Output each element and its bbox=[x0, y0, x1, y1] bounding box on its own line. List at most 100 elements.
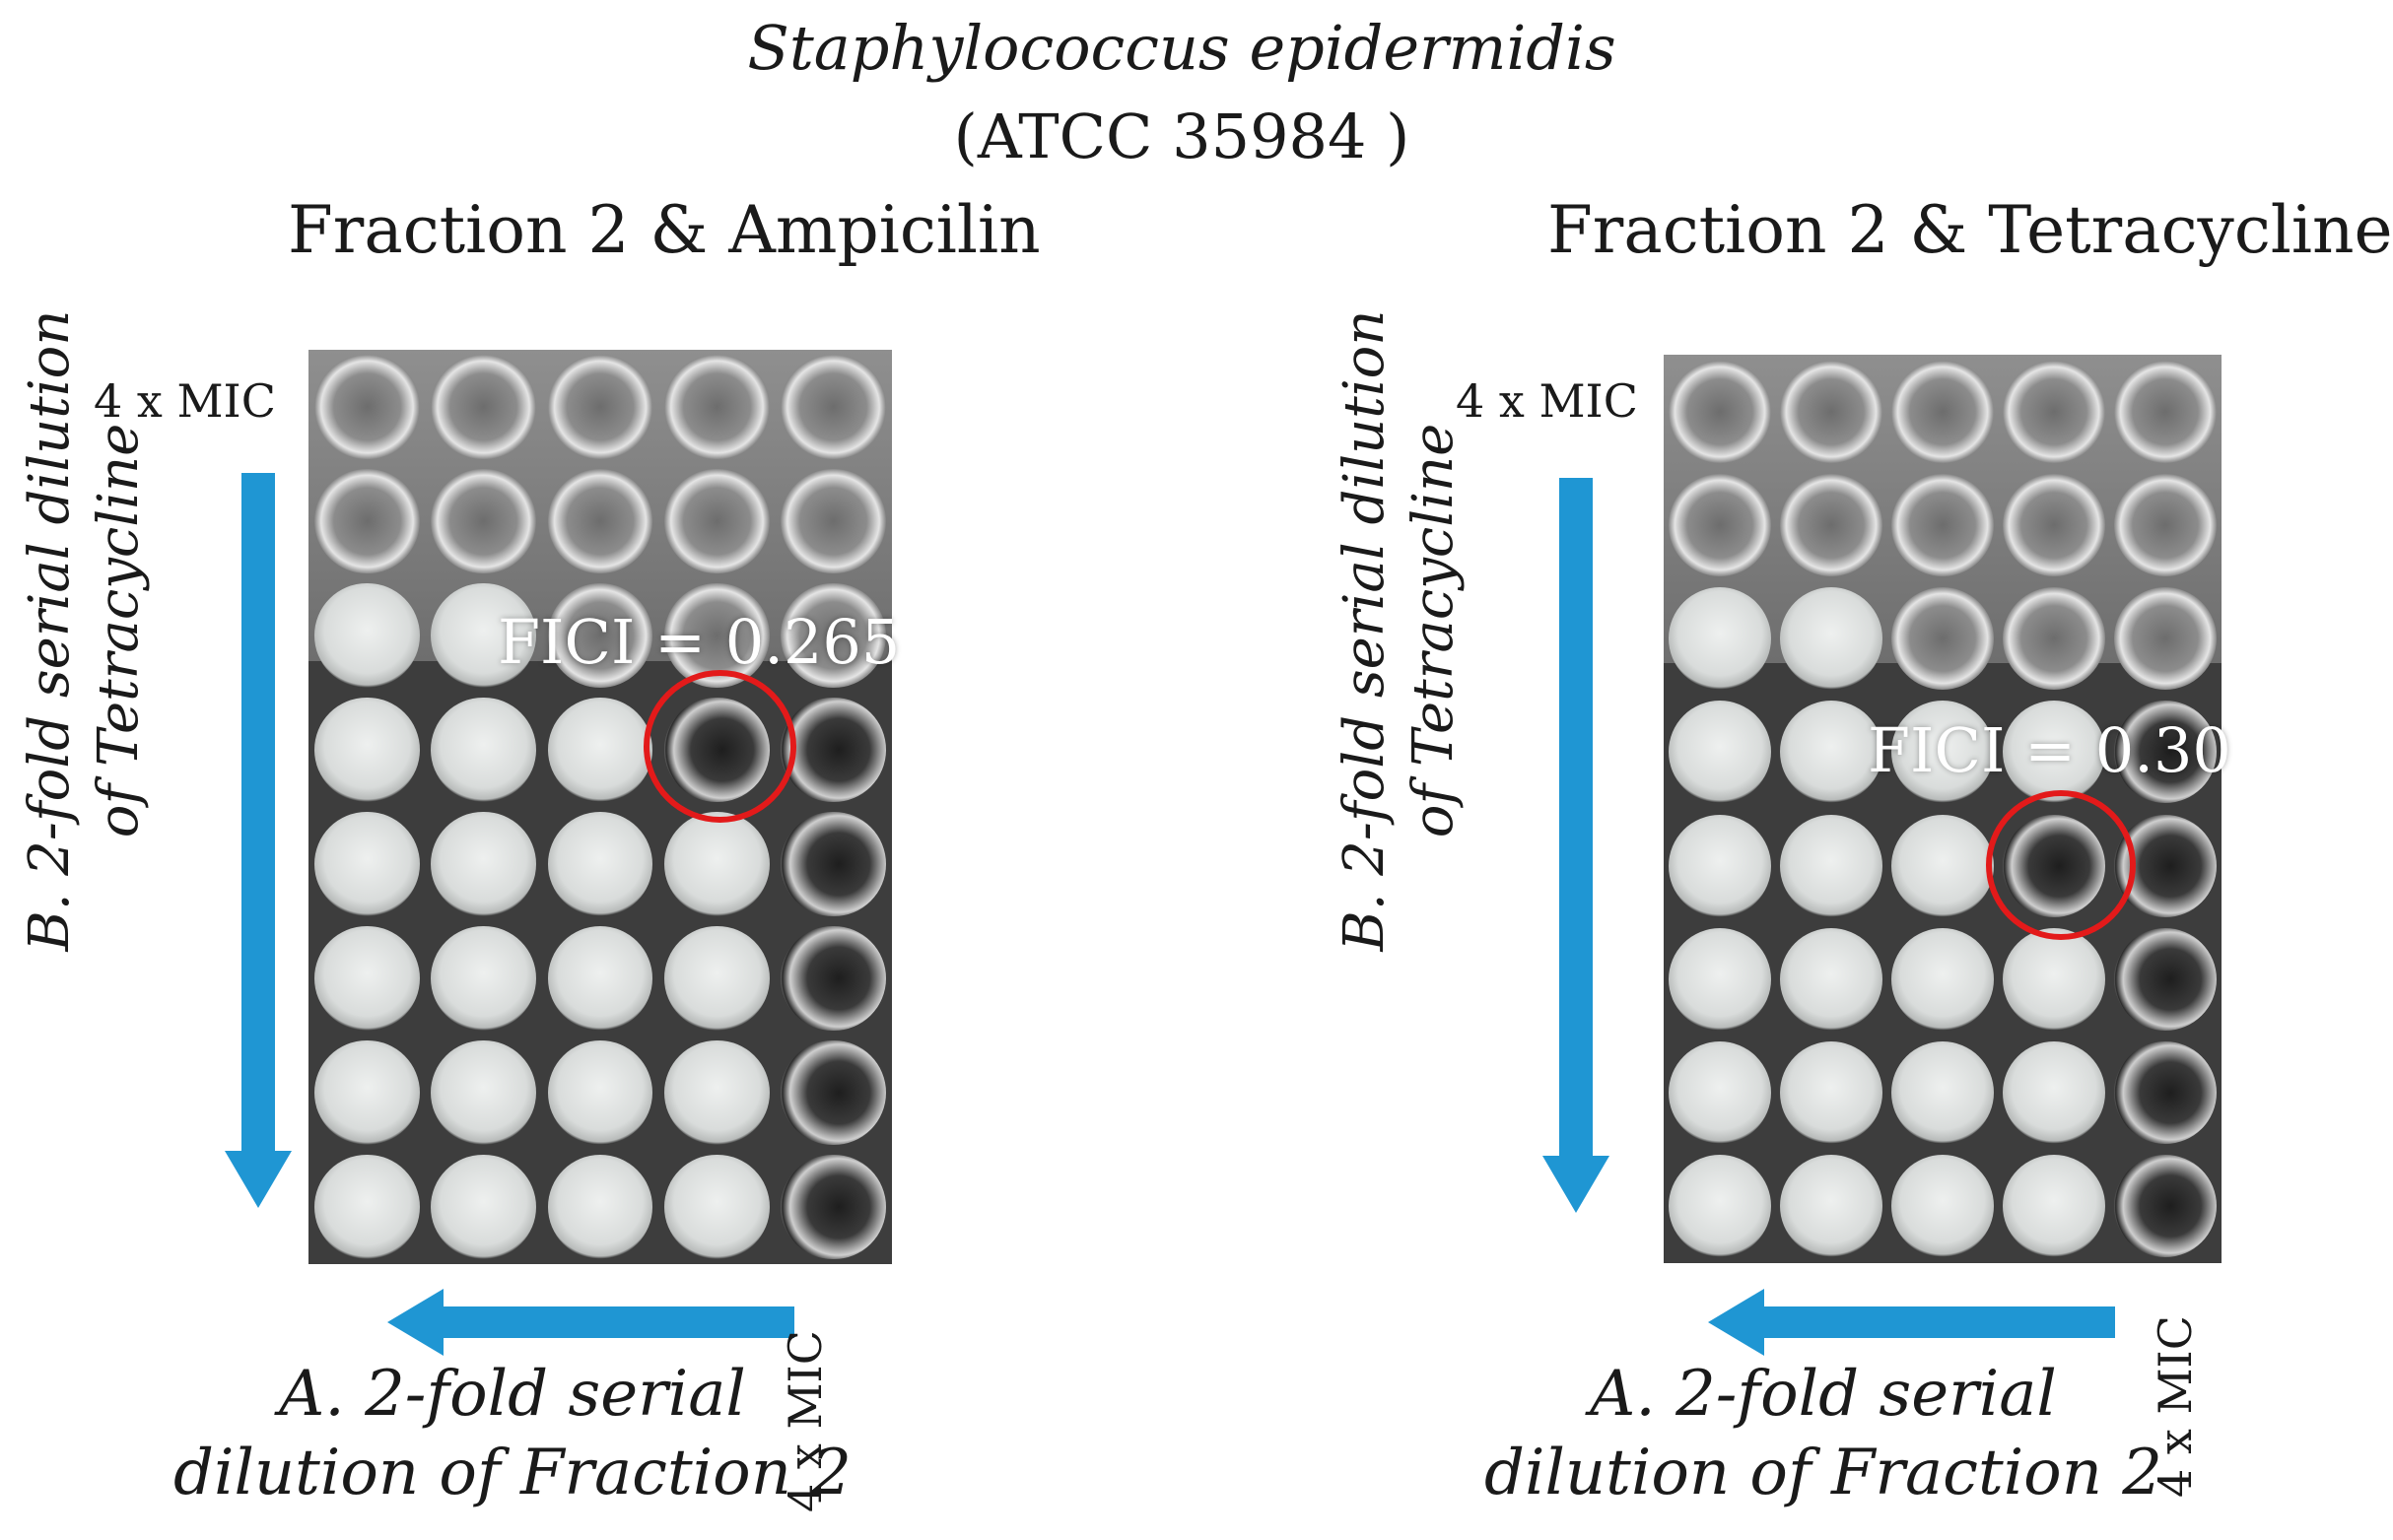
strain-id: (ATCC 35984 ) bbox=[953, 100, 1410, 172]
left-horizontal-label-line2: dilution of Fraction 2 bbox=[173, 1437, 852, 1509]
well-r7-c3 bbox=[1890, 1041, 1995, 1145]
well-r6-c4 bbox=[2003, 927, 2106, 1031]
right-horizontal-label-line2: dilution of Fraction 2 bbox=[1484, 1437, 2162, 1509]
well-r8-c5 bbox=[2114, 1155, 2218, 1258]
well-r5-c3 bbox=[547, 811, 653, 917]
well-r8-c2 bbox=[1779, 1155, 1882, 1258]
well-r5-c5 bbox=[781, 811, 887, 917]
well-r4-c5 bbox=[2114, 701, 2218, 804]
well-r8-c3 bbox=[547, 1154, 653, 1260]
well-r8-c5 bbox=[781, 1154, 887, 1260]
well-r2-c5 bbox=[781, 468, 887, 574]
well-r3-c4 bbox=[2003, 587, 2106, 691]
left-mic-top-label: 4 x MIC bbox=[94, 374, 276, 428]
well-r5-c4 bbox=[664, 811, 770, 917]
left-vertical-arrow-head bbox=[225, 1151, 292, 1208]
well-r3-c5 bbox=[2114, 587, 2218, 691]
well-r1-c3 bbox=[1890, 360, 1995, 463]
well-r2-c1 bbox=[1668, 473, 1771, 576]
well-r4-c3 bbox=[547, 697, 653, 803]
well-r1-c1 bbox=[313, 354, 420, 460]
well-r2-c3 bbox=[1890, 473, 1995, 576]
left-horizontal-arrow bbox=[387, 1289, 794, 1356]
well-r7-c5 bbox=[781, 1039, 887, 1146]
right-horizontal-axis-label: A. 2-fold serial dilution of Fraction 2 bbox=[1478, 1355, 2168, 1512]
well-r2-c2 bbox=[431, 468, 536, 574]
well-r8-c1 bbox=[313, 1154, 420, 1260]
right-vertical-arrow bbox=[1542, 478, 1609, 1213]
left-vertical-arrow bbox=[225, 473, 292, 1208]
well-r8-c4 bbox=[664, 1154, 770, 1260]
right-horizontal-label-line1: A. 2-fold serial bbox=[1590, 1358, 2057, 1431]
well-r2-c1 bbox=[313, 468, 420, 574]
well-r5-c2 bbox=[1779, 814, 1882, 917]
well-r6-c4 bbox=[664, 925, 770, 1032]
well-r4-c4 bbox=[2003, 701, 2106, 804]
right-horizontal-arrow bbox=[1708, 1289, 2115, 1356]
well-r3-c5 bbox=[781, 582, 887, 689]
well-r5-c1 bbox=[1668, 814, 1771, 917]
well-r3-c2 bbox=[431, 582, 536, 689]
well-r6-c1 bbox=[1668, 927, 1771, 1031]
well-r7-c1 bbox=[1668, 1041, 1771, 1145]
well-r7-c2 bbox=[1779, 1041, 1882, 1145]
left-well-plate bbox=[308, 350, 892, 1264]
right-horizontal-arrow-head bbox=[1708, 1289, 1764, 1356]
well-r4-c2 bbox=[1779, 701, 1882, 804]
well-r6-c3 bbox=[547, 925, 653, 1032]
well-r1-c5 bbox=[781, 354, 887, 460]
well-r6-c2 bbox=[1779, 927, 1882, 1031]
well-r5-c2 bbox=[431, 811, 536, 917]
well-r2-c5 bbox=[2114, 473, 2218, 576]
well-r3-c3 bbox=[1890, 587, 1995, 691]
well-r6-c2 bbox=[431, 925, 536, 1032]
left-horizontal-axis-label: A. 2-fold serial dilution of Fraction 2 bbox=[168, 1355, 857, 1512]
well-r1-c2 bbox=[431, 354, 536, 460]
well-r8-c1 bbox=[1668, 1155, 1771, 1258]
left-horizontal-arrow-head bbox=[387, 1289, 444, 1356]
well-r1-c2 bbox=[1779, 360, 1882, 463]
well-r4-c1 bbox=[313, 697, 420, 803]
left-horizontal-arrow-shaft bbox=[442, 1306, 794, 1338]
well-r4-c1 bbox=[1668, 701, 1771, 804]
well-r3-c1 bbox=[1668, 587, 1771, 691]
well-r5-c3 bbox=[1890, 814, 1995, 917]
well-r1-c1 bbox=[1668, 360, 1771, 463]
well-r6-c3 bbox=[1890, 927, 1995, 1031]
well-r5-c1 bbox=[313, 811, 420, 917]
well-r1-c4 bbox=[664, 354, 770, 460]
well-r4-c3 bbox=[1890, 701, 1995, 804]
right-panel-title: Fraction 2 & Tetracycline bbox=[1547, 192, 2393, 268]
left-fici-value: FICI = 0.265 bbox=[498, 606, 901, 678]
well-r8-c4 bbox=[2003, 1155, 2106, 1258]
well-r2-c2 bbox=[1779, 473, 1882, 576]
well-r7-c2 bbox=[431, 1039, 536, 1146]
well-r7-c5 bbox=[2114, 1041, 2218, 1145]
left-fici-highlight-ring bbox=[644, 670, 796, 823]
left-horizontal-label-line1: A. 2-fold serial bbox=[279, 1358, 746, 1431]
well-r2-c4 bbox=[664, 468, 770, 574]
right-vertical-arrow-shaft bbox=[1559, 478, 1593, 1158]
right-mic-top-label: 4 x MIC bbox=[1456, 374, 1638, 428]
well-r4-c2 bbox=[431, 697, 536, 803]
well-r1-c5 bbox=[2114, 360, 2218, 463]
well-r7-c1 bbox=[313, 1039, 420, 1146]
right-vertical-label-line1: B. 2-fold serial dilution bbox=[1333, 309, 1397, 952]
well-r6-c5 bbox=[2114, 927, 2218, 1031]
well-r1-c3 bbox=[547, 354, 653, 460]
well-r8-c2 bbox=[431, 1154, 536, 1260]
well-r7-c3 bbox=[547, 1039, 653, 1146]
well-r6-c5 bbox=[781, 925, 887, 1032]
left-vertical-label-line1: B. 2-fold serial dilution bbox=[18, 309, 82, 952]
well-r8-c3 bbox=[1890, 1155, 1995, 1258]
left-vertical-arrow-shaft bbox=[241, 473, 275, 1153]
well-r3-c2 bbox=[1779, 587, 1882, 691]
right-well-plate bbox=[1664, 355, 2222, 1263]
right-vertical-axis-label: B. 2-fold serial dilution of Tetracyclin… bbox=[1331, 296, 1469, 966]
well-r4-c5 bbox=[781, 697, 887, 803]
well-r3-c3 bbox=[547, 582, 653, 689]
well-r6-c1 bbox=[313, 925, 420, 1032]
well-r7-c4 bbox=[664, 1039, 770, 1146]
species-name: Staphylococcus epidermidis bbox=[747, 12, 1616, 84]
well-r2-c4 bbox=[2003, 473, 2106, 576]
